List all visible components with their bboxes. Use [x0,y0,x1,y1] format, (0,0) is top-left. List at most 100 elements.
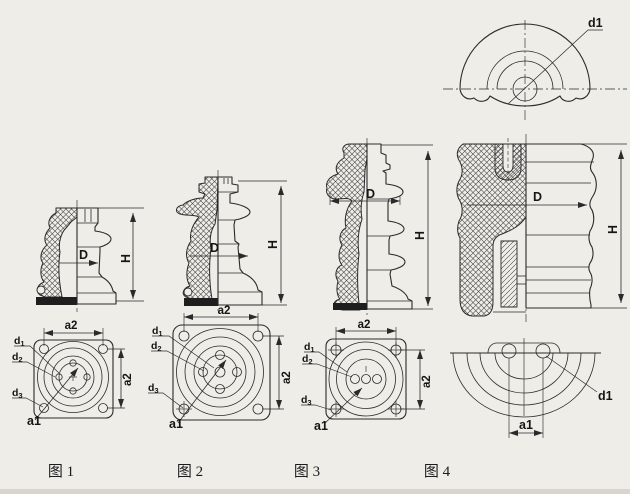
fig2-caption: 图 2 [177,463,203,480]
fig3-label-H: H [413,231,427,240]
fig2-bottom-view: a2 a2 d1 d2 d3 a1 [148,305,293,431]
fig3-flange-plate [325,338,407,420]
fig4-top-outer-profile [459,23,591,107]
fig1-base-flange-section [36,297,77,305]
fig1-side-view: D H [36,200,144,312]
fig4-porcelain-outline [525,143,597,309]
fig4-porcelain-wall-section [500,240,518,308]
fig2-side-view: D H [175,170,287,312]
fig3-label-d3: d3 [301,394,312,407]
fig2-shed-detail-lines [218,178,262,293]
fig2-dim-H: H [238,180,287,306]
figure-1: D H [12,200,144,480]
fig1-label-a1: a1 [27,414,41,428]
fig3-dim-d3: d3 [301,394,332,411]
fig2-dim-a1: a1 [169,359,227,431]
fig4-dim-a1: a1 [509,418,543,436]
fig2-dim-a2-top: a2 [183,305,259,332]
fig4-bottom-outer-arc [452,352,596,418]
fig2-cement-foot-lip [183,287,193,297]
fig4-base-step-lines [493,275,526,313]
fig1-label-D: D [79,248,88,262]
fig1-flange-plate [33,339,114,419]
fig1-dim-a2-right: a2 [107,348,134,409]
fig3-label-a2-right: a2 [421,375,433,388]
fig4-shed-detail-lines [526,161,594,294]
fig4-label-H: H [606,225,620,234]
fig3-label-D: D [366,187,375,201]
fig1-shed-detail-lines [77,209,116,294]
fig2-dim-d2: d2 [151,340,205,372]
fig4-top-inner-arc-2 [496,60,554,90]
fig1-bottom-view: a2 a2 d1 d2 d3 a1 [12,320,134,428]
fig1-label-d3: d3 [12,387,23,400]
fig2-label-a2-right: a2 [281,371,293,384]
fig3-dim-a1: a1 [314,387,363,433]
fig4-label-a1: a1 [519,418,533,432]
fig2-base-flange-section [184,298,218,306]
fig4-top-inner-arc-1 [486,50,564,90]
fig1-label-d1: d1 [14,335,25,348]
fig3-side-view: D H [326,138,433,316]
fig3-cement-section [326,143,368,311]
fig1-porcelain-outline [76,207,117,305]
fig4-dim-d1-top: d1 [507,16,603,105]
fig3-concentric-circles [328,341,404,417]
fig1-dim-d1: d1 [14,335,60,374]
fig3-dim-D: D [329,187,401,205]
fig4-bottom-hole-left [501,343,517,359]
fig3-dim-a2-top: a2 [335,319,397,346]
fig2-label-a2-top: a2 [218,305,231,317]
fig1-dim-D: D [59,248,98,266]
figure-3: D H [294,138,433,480]
fig1-concentric-circles [37,341,109,413]
scan-edge-shadow [0,489,630,494]
fig2-concentric-circles [176,328,264,416]
fig4-cap-section [456,143,527,317]
fig2-dim-d1: d1 [152,325,215,369]
fig3-dim-d1: d1 [304,341,348,373]
fig3-center-holes [350,366,382,384]
fig2-dim-a2-right: a2 [262,335,293,410]
fig1-cement-section [36,207,78,298]
fig3-dim-H: H [381,144,433,310]
fig1-caption: 图 1 [48,463,74,480]
fig3-label-d2: d2 [302,353,313,366]
fig3-label-a1: a1 [314,419,328,433]
fig4-bottom-hole-right [535,343,551,359]
fig3-base-flange-section [333,303,367,310]
fig1-dim-a1: a1 [27,367,79,428]
fig1-cement-foot-lip [36,285,46,295]
figure-4: d1 [424,16,627,480]
fig2-cement-section [175,176,219,300]
fig2-dim-d3: d3 [148,382,184,409]
fig1-dim-H: H [98,207,144,302]
figure-2: D H [148,170,293,480]
fig4-caption: 图 4 [424,463,451,480]
fig2-label-D: D [210,241,219,255]
fig2-label-a1: a1 [169,417,183,431]
fig3-dim-d2: d2 [302,353,353,378]
fig2-flange-plate [172,324,271,421]
fig4-dim-D: D [467,190,587,208]
fig1-label-a2-right: a2 [122,373,134,386]
fig1-label-H: H [119,254,133,263]
fig2-label-d3: d3 [148,382,159,395]
fig4-label-d1-bottom: d1 [598,389,613,403]
fig4-bottom-view: a1 d1 [450,338,613,438]
fig4-dim-d1-bottom: d1 [545,355,613,403]
fig1-label-d2: d2 [12,351,23,364]
fig4-top-view: d1 [443,16,627,122]
fig4-label-d1-top: d1 [588,16,603,30]
fig2-label-d1: d1 [152,325,163,338]
fig3-label-d1: d1 [304,341,315,354]
fig4-section-view: D H [456,134,627,322]
fig3-label-a2-top: a2 [358,319,371,331]
fig2-porcelain-outline [217,176,263,306]
fig3-caption: 图 3 [294,463,320,480]
fig1-dim-a2-top: a2 [43,320,104,346]
fig3-dim-a2-right: a2 [400,349,433,410]
fig1-dim-d2: d2 [12,351,56,378]
